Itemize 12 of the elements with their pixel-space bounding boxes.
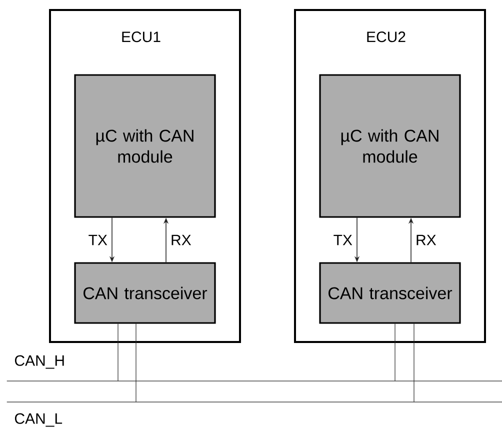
- edge-label: TX: [334, 234, 352, 246]
- module-box: CAN transceiver: [319, 262, 461, 324]
- edge-label: RX: [172, 234, 192, 246]
- bus-line: [6, 380, 502, 382]
- bus-stub: [394, 324, 396, 382]
- bus-label: CAN_L: [14, 413, 62, 427]
- edge-label: TX: [88, 234, 108, 246]
- module-box: µC with CAN module: [74, 74, 216, 218]
- bus-label: CAN_H: [14, 355, 64, 369]
- edge-label: RX: [416, 234, 436, 246]
- module-box: µC with CAN module: [319, 74, 461, 218]
- module-box: CAN transceiver: [74, 262, 216, 324]
